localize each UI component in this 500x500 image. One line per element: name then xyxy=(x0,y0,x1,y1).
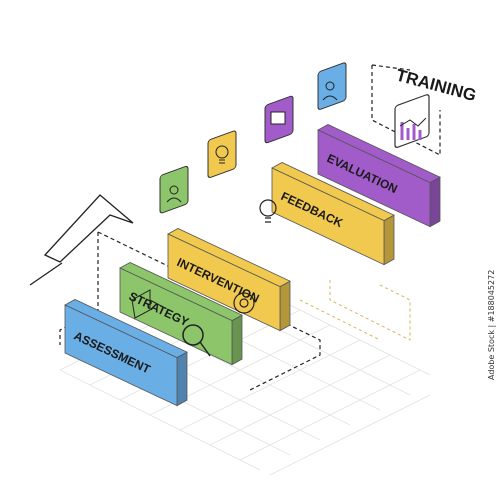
training-label: TRAINING xyxy=(394,66,478,106)
step-block-3: INTERVENTION xyxy=(167,228,291,332)
growth-chart-icon xyxy=(394,94,430,148)
magnifier-icon xyxy=(182,324,211,357)
gear-icon xyxy=(233,292,255,314)
bulb-on-step-icon xyxy=(259,199,277,223)
message-icon xyxy=(264,95,294,144)
arrow-icon xyxy=(29,194,134,286)
blueprint-icon xyxy=(131,289,166,319)
step-face xyxy=(119,267,233,366)
step-face xyxy=(271,167,385,266)
stock-side-text: Adobe Stock | #188045272 xyxy=(487,270,496,380)
lightbulb-icon xyxy=(207,130,237,178)
step-face xyxy=(167,233,281,332)
step-side xyxy=(279,280,291,332)
step-side xyxy=(383,214,395,266)
step-side xyxy=(231,314,243,366)
step-face xyxy=(64,304,178,407)
team-icon xyxy=(317,62,347,110)
step-face xyxy=(317,129,431,228)
step-block-5: EVALUATION xyxy=(317,124,441,228)
add-user-icon xyxy=(159,165,189,214)
step-side xyxy=(429,176,441,228)
step-side xyxy=(176,351,188,407)
dashed-guides-yellow xyxy=(299,280,411,341)
step-block-2: STRATEGY xyxy=(119,262,243,366)
